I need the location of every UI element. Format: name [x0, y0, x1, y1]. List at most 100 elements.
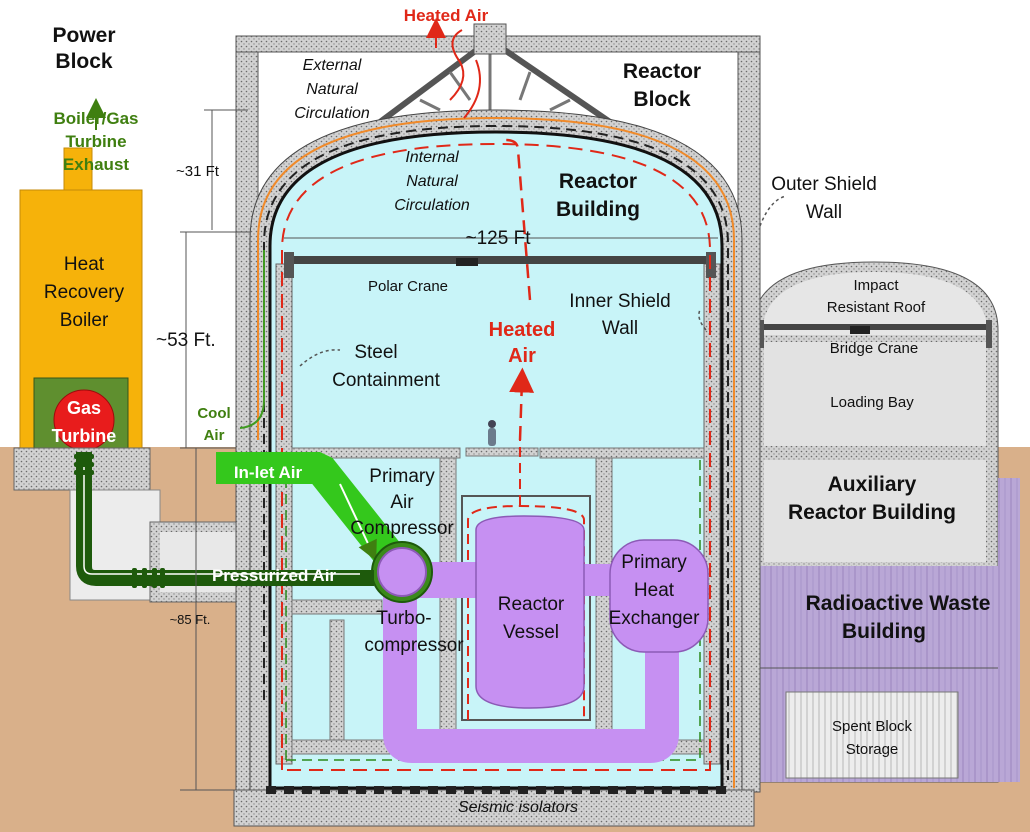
external-circulation-label-3: Circulation — [294, 105, 370, 122]
impact-roof — [762, 272, 988, 335]
steel-containment-label-2: Containment — [332, 370, 440, 391]
internal-circulation-line — [281, 142, 711, 771]
reactor-building-label-1: Reactor — [559, 170, 637, 193]
seismic-isolators — [266, 786, 726, 794]
boiler-exhaust-label-1: Boiler/Gas — [53, 109, 138, 128]
primary-heat-exchanger — [609, 539, 709, 653]
polar-crane-label: Polar Crane — [368, 278, 448, 295]
seismic-isolator — [302, 786, 312, 794]
seismic-isolator — [572, 786, 582, 794]
seismic-isolator — [536, 786, 546, 794]
seismic-isolator — [482, 786, 492, 794]
inner-shield-wall-left — [275, 263, 293, 765]
seismic-isolator — [284, 786, 294, 794]
turbo-compressor-label-2: compressor — [364, 635, 464, 656]
external-circulation-label-1: External — [303, 57, 362, 74]
external-circulation-line — [257, 116, 735, 788]
internal-circulation-label-3: Circulation — [394, 197, 470, 214]
inner-shield-wall-right — [703, 263, 721, 765]
cool-air-label-1: Cool — [197, 405, 230, 422]
seismic-isolator — [626, 786, 636, 794]
containment-dash-line — [263, 124, 729, 780]
internal-circulation-label-2: Natural — [406, 173, 458, 190]
base-mat — [233, 789, 755, 827]
reactor-block-label-1: Reactor — [623, 60, 701, 83]
pressurized-air-label: Pressurized Air — [212, 566, 336, 585]
heat-recovery-boiler-label-1: Heat — [64, 254, 105, 275]
seismic-isolator — [356, 786, 366, 794]
gas-turbine-label-2: Turbine — [52, 426, 117, 446]
steel-containment-label-1: Steel — [354, 342, 397, 363]
primary-air-compressor-label-1: Primary — [369, 466, 435, 487]
reactor-vessel — [475, 515, 585, 709]
heated-air-exhaust-line — [449, 29, 481, 119]
pipe-couplings — [74, 454, 165, 588]
auxiliary-reactor-building — [764, 460, 986, 562]
reactor-building-label-2: Building — [556, 198, 640, 221]
auxiliary-building-label-2: Reactor Building — [788, 501, 956, 524]
primary-heat-exchanger-label-1: Primary — [621, 552, 687, 573]
seismic-isolator — [374, 786, 384, 794]
turbo-compressor-label-1: Turbo- — [376, 608, 431, 629]
external-circulation-label-2: Natural — [306, 81, 358, 98]
heated-air-mid-label-1: Heated — [489, 319, 556, 341]
dim-31-label: ~31 Ft — [176, 163, 220, 180]
reactor-block-label-2: Block — [633, 88, 691, 111]
heated-air-mid-label-2: Air — [508, 345, 536, 367]
seismic-isolator — [500, 786, 510, 794]
dim-85-label: ~85 Ft. — [170, 612, 211, 627]
loading-bay-label: Loading Bay — [830, 394, 914, 411]
heat-recovery-boiler-label-2: Recovery — [44, 282, 125, 303]
seismic-isolator — [338, 786, 348, 794]
boiler-exhaust-label-3: Exhaust — [63, 155, 129, 174]
auxiliary-building-label-1: Auxiliary — [828, 473, 917, 496]
radwaste-building-label-2: Building — [842, 620, 926, 643]
spent-block-storage — [785, 691, 959, 779]
inlet-air-pipe — [216, 452, 411, 576]
cool-air-label-2: Air — [204, 427, 225, 444]
dim-53-label: ~53 Ft. — [156, 330, 216, 351]
inlet-air-label: In-let Air — [234, 463, 303, 482]
radwaste-building-label-1: Radioactive Waste — [806, 592, 991, 615]
person-figure-icon — [488, 420, 496, 446]
seismic-isolator — [464, 786, 474, 794]
seismic-isolators-label: Seismic isolators — [458, 799, 578, 816]
turbo-compressor — [377, 547, 427, 597]
loading-bay — [764, 342, 986, 446]
seismic-isolator — [716, 786, 726, 794]
seismic-isolator — [392, 786, 402, 794]
roof-vent — [473, 23, 507, 55]
primary-air-compressor-label-3: Compressor — [350, 518, 454, 539]
seismic-isolator — [680, 786, 690, 794]
impact-roof-label-2: Resistant Roof — [827, 299, 926, 316]
seismic-isolator — [518, 786, 528, 794]
bridge-crane-label: Bridge Crane — [830, 340, 918, 357]
power-block-label-2: Block — [55, 50, 113, 73]
reactor-vessel-label-1: Reactor — [498, 594, 565, 615]
spent-block-label-2: Storage — [846, 741, 899, 758]
power-block-label-1: Power — [52, 24, 115, 47]
inner-shield-wall-label-2: Wall — [602, 318, 638, 339]
primary-air-compressor-label-2: Air — [390, 492, 414, 513]
heated-air-top-label: Heated Air — [404, 6, 489, 25]
seismic-isolator — [608, 786, 618, 794]
seismic-isolator — [644, 786, 654, 794]
internal-circulation-label-1: Internal — [405, 149, 459, 166]
radwaste-annex — [998, 478, 1020, 782]
outer-shield-wall-label-2: Wall — [806, 202, 842, 223]
seismic-isolator — [590, 786, 600, 794]
boiler-exhaust-label-2: Turbine — [65, 132, 126, 151]
heat-recovery-boiler-label-3: Boiler — [60, 310, 109, 331]
seismic-isolator — [446, 786, 456, 794]
seismic-isolator — [320, 786, 330, 794]
seismic-isolator — [698, 786, 708, 794]
impact-roof-label-1: Impact — [853, 277, 899, 294]
seismic-isolator — [410, 786, 420, 794]
seismic-isolator — [662, 786, 672, 794]
dimension-lines — [180, 109, 718, 791]
seismic-isolator — [554, 786, 564, 794]
inner-shield-wall-label-1: Inner Shield — [569, 291, 670, 312]
seismic-isolator — [266, 786, 276, 794]
